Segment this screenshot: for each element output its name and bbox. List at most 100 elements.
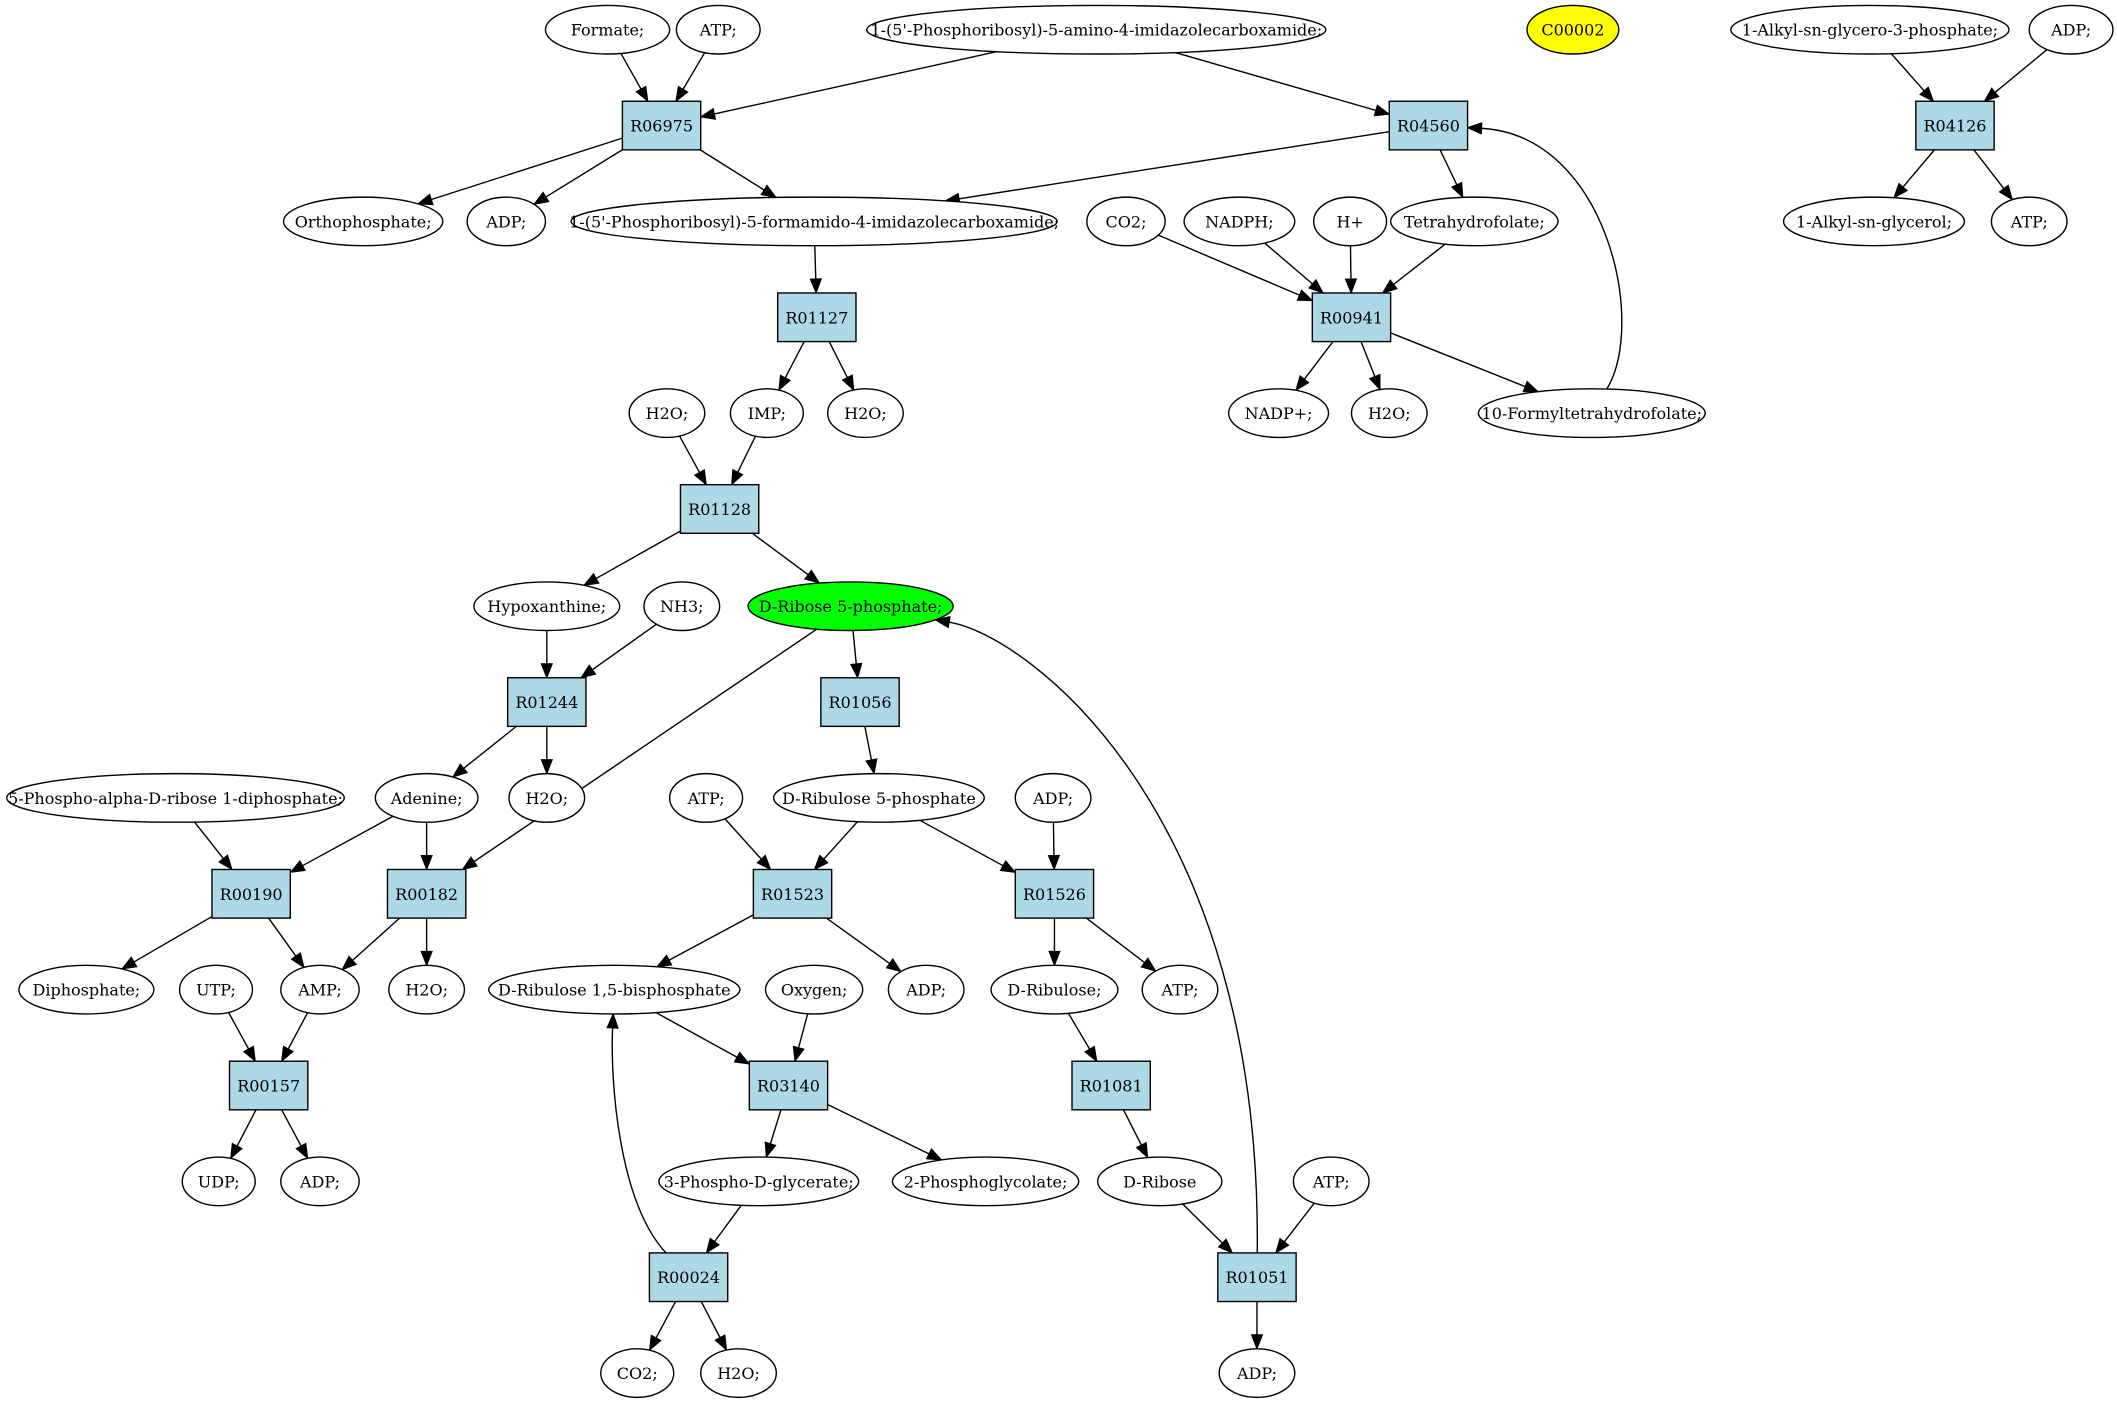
reaction-node-r00182[interactable]: R00182 — [386, 868, 467, 919]
compound-node-adp_r01523[interactable]: ADP; — [887, 964, 965, 1015]
compound-node-atp1[interactable]: ATP; — [675, 4, 761, 55]
compound-node-ru5p[interactable]: D-Ribulose 5-phosphate — [772, 772, 985, 823]
reaction-node-r01244[interactable]: R01244 — [506, 677, 587, 728]
compound-node-diphosphate[interactable]: Diphosphate; — [18, 964, 155, 1015]
compound-node-atp_r01523[interactable]: ATP; — [668, 772, 744, 823]
arrowhead-icon — [1998, 184, 2014, 201]
compound-node-co2_1[interactable]: CO2; — [1086, 196, 1166, 247]
edge-r01526-to-ribulose — [1048, 918, 1061, 967]
reaction-node-r04560[interactable]: R04560 — [1388, 100, 1469, 151]
compound-node-co2_2[interactable]: CO2; — [600, 1348, 675, 1399]
reaction-node-r01056[interactable]: R01056 — [820, 677, 900, 728]
reaction-node-r00190[interactable]: R00190 — [211, 868, 291, 919]
compound-node-adp_r00157[interactable]: ADP; — [280, 1156, 360, 1207]
compound-node-adenine[interactable]: Adenine; — [374, 772, 479, 823]
reaction-node-r03140[interactable]: R03140 — [748, 1060, 829, 1111]
arrowhead-icon — [1466, 122, 1483, 135]
compound-node-oxygen[interactable]: Oxygen; — [764, 964, 864, 1015]
edge-prib_amino-to-r06975 — [699, 50, 998, 120]
compound-node-h2o_d[interactable]: H2O; — [508, 772, 586, 823]
compound-node-alkyl_g3p[interactable]: 1-Alkyl-sn-glycero-3-phosphate; — [1730, 4, 2010, 55]
compound-node-orthophosphate[interactable]: Orthophosphate; — [282, 196, 444, 247]
compound-node-prib_amino[interactable]: 1-(5'-Phosphoribosyl)-5-amino-4-imidazol… — [866, 4, 1327, 55]
compound-node-hplus[interactable]: H+ — [1312, 196, 1388, 247]
edge-r00190-to-diphosphate — [120, 915, 213, 970]
edge-hypoxanthine-to-r01244 — [540, 630, 554, 680]
node-label: ATP; — [2010, 212, 2048, 231]
compound-node-amp[interactable]: AMP; — [280, 964, 360, 1015]
compound-node-ribose[interactable]: D-Ribose — [1096, 1156, 1223, 1207]
compound-node-rubp[interactable]: D-Ribulose 1,5-bisphosphate — [488, 964, 741, 1015]
compound-node-adp2[interactable]: ADP; — [466, 196, 547, 247]
edges-layer — [120, 49, 2048, 1352]
edge-r00941-to-formyl_thf — [1390, 332, 1540, 393]
compound-node-c00002[interactable]: C00002 — [1526, 4, 1620, 55]
arrowhead-icon — [1368, 373, 1381, 391]
edge-formate-to-r06975 — [620, 53, 649, 103]
compound-node-h2o_f[interactable]: H2O; — [700, 1348, 778, 1399]
reaction-node-r01081[interactable]: R01081 — [1071, 1060, 1152, 1111]
compound-node-formate[interactable]: Formate; — [544, 4, 671, 55]
reaction-node-r04126[interactable]: R04126 — [1915, 100, 1995, 151]
compound-node-h2o_e[interactable]: H2O; — [388, 964, 466, 1015]
compound-node-phosphoglycolate[interactable]: 2-Phosphoglycolate; — [891, 1156, 1080, 1207]
edge-r01526-to-atp_r01526 — [1085, 917, 1157, 972]
compound-node-nh3[interactable]: NH3; — [643, 581, 721, 632]
reaction-node-r01526[interactable]: R01526 — [1014, 868, 1095, 919]
compound-node-r5p[interactable]: D-Ribose 5-phosphate; — [747, 581, 954, 632]
compound-node-adp_top[interactable]: ADP; — [2028, 4, 2114, 55]
compound-node-nadpplus[interactable]: NADP+; — [1227, 388, 1330, 439]
node-label: H2O; — [717, 1364, 760, 1383]
arrowhead-icon — [1250, 1334, 1264, 1351]
arrowhead-icon — [290, 952, 305, 969]
node-label: D-Ribose — [1123, 1172, 1196, 1191]
compound-node-imp[interactable]: IMP; — [729, 388, 805, 439]
node-label: Orthophosphate; — [295, 212, 432, 231]
arrowhead-icon — [1217, 1238, 1234, 1254]
reaction-node-r01523[interactable]: R01523 — [752, 868, 833, 919]
edge-r5p-to-r00182 — [461, 628, 818, 871]
node-label: R00182 — [395, 885, 458, 904]
compound-node-atp_r01051[interactable]: ATP; — [1292, 1156, 1370, 1207]
compound-node-udp[interactable]: UDP; — [181, 1156, 256, 1207]
node-label: R01127 — [785, 308, 848, 327]
node-label: R00024 — [657, 1268, 720, 1287]
edge-ru5p-to-r01526 — [919, 819, 1017, 874]
reaction-node-r01051[interactable]: R01051 — [1217, 1252, 1297, 1303]
compound-node-thf[interactable]: Tetrahydrofolate; — [1389, 196, 1559, 247]
compound-node-adp_r01526[interactable]: ADP; — [1014, 772, 1092, 823]
edge-r01128-to-r5p — [751, 532, 821, 584]
arrowhead-icon — [582, 572, 600, 586]
compound-node-adp_r01051[interactable]: ADP; — [1218, 1348, 1296, 1399]
reaction-node-r01128[interactable]: R01128 — [679, 483, 760, 535]
reaction-node-r00157[interactable]: R00157 — [228, 1060, 309, 1111]
node-label: IMP; — [748, 404, 786, 423]
compound-node-prpp[interactable]: 5-Phospho-alpha-D-ribose 1-diphosphate; — [6, 772, 345, 823]
compound-node-nadph[interactable]: NADPH; — [1183, 196, 1296, 247]
reaction-node-r00024[interactable]: R00024 — [648, 1252, 729, 1303]
arrowhead-icon — [648, 1334, 662, 1352]
compound-node-h2o_b[interactable]: H2O; — [826, 388, 904, 439]
compound-node-h2o_a[interactable]: H2O; — [628, 388, 706, 439]
compound-node-atp_r01526[interactable]: ATP; — [1141, 964, 1219, 1015]
edge-nadph-to-r00941 — [1264, 242, 1325, 294]
compound-node-pga[interactable]: 3-Phospho-D-glycerate; — [658, 1156, 860, 1207]
compound-node-alkyl_glycerol[interactable]: 1-Alkyl-sn-glycerol; — [1782, 196, 1966, 247]
compound-node-prib_formamido[interactable]: 1-(5'-Phosphoribosyl)-5-formamido-4-imid… — [569, 196, 1059, 247]
compound-node-formyl_thf[interactable]: 10-Formyltetrahydrofolate; — [1477, 388, 1706, 439]
compound-node-hypoxanthine[interactable]: Hypoxanthine; — [473, 581, 621, 632]
arrowhead-icon — [540, 663, 554, 680]
arrowhead-icon — [675, 85, 689, 103]
compound-node-utp[interactable]: UTP; — [178, 964, 254, 1015]
compound-node-h2o_c[interactable]: H2O; — [1350, 388, 1428, 439]
compound-node-ribulose[interactable]: D-Ribulose; — [990, 964, 1119, 1015]
node-label: CO2; — [617, 1364, 658, 1383]
compound-node-atp_r04126[interactable]: ATP; — [1990, 196, 2068, 247]
node-label: Tetrahydrofolate; — [1404, 212, 1545, 231]
reaction-node-r00941[interactable]: R00941 — [1311, 292, 1392, 343]
edge-r01051-to-adp_r01051 — [1250, 1301, 1264, 1351]
edge-r01051-to-r5p — [934, 616, 1258, 1253]
reaction-node-r06975[interactable]: R06975 — [621, 100, 702, 151]
reaction-node-r01127[interactable]: R01127 — [776, 292, 857, 343]
